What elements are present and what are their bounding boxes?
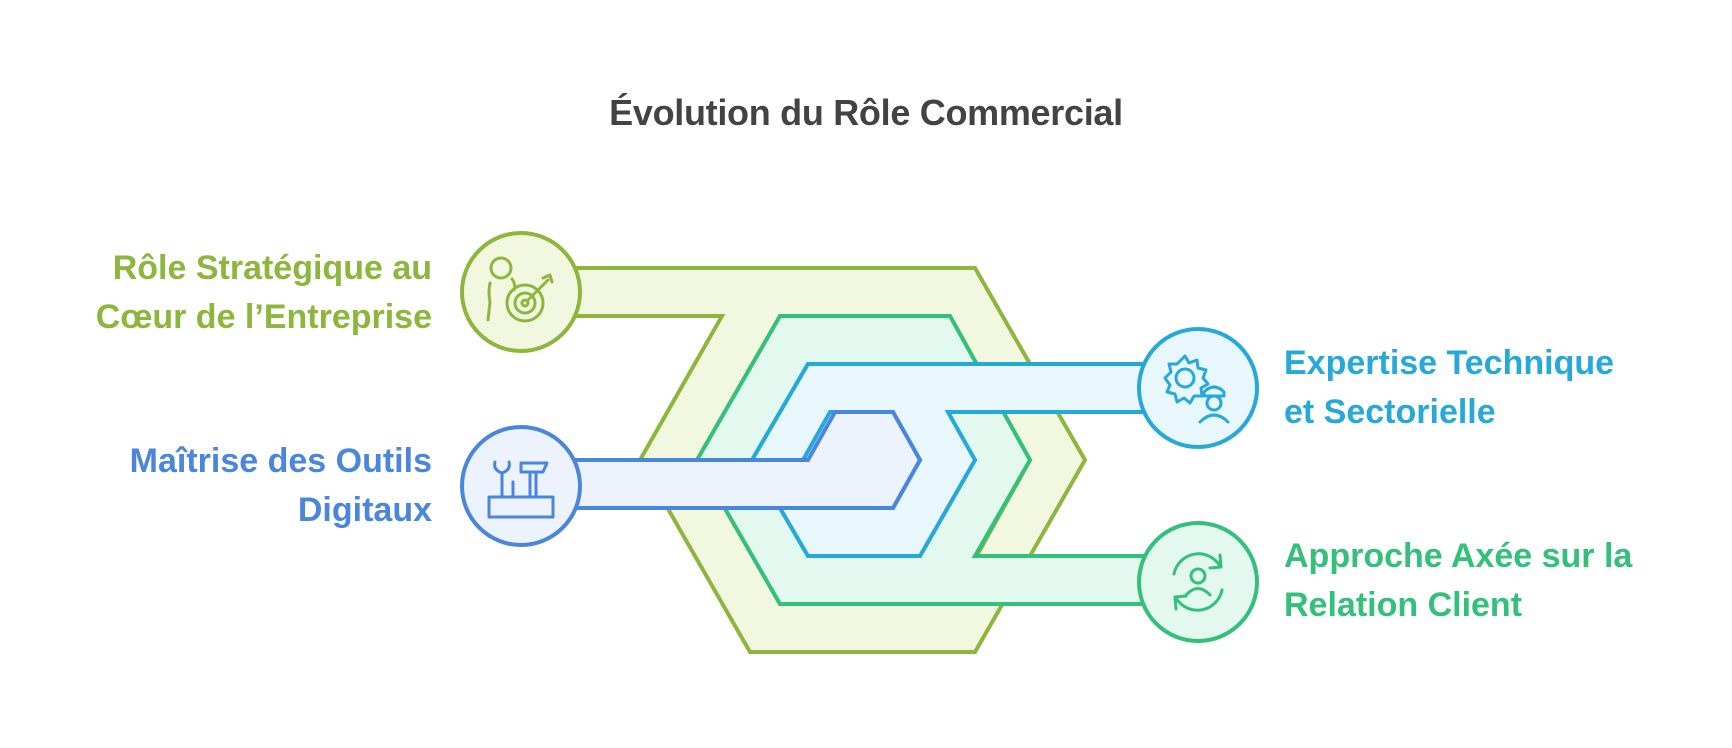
label-digital-line1: Maîtrise des Outils: [129, 442, 432, 480]
label-expertise: Expertise Technique et Sectorielle: [1284, 339, 1614, 437]
label-expertise-line1: Expertise Technique: [1284, 344, 1615, 382]
gear-worker-icon: [1163, 354, 1230, 424]
label-strategic: Rôle Stratégique au Cœur de l’Entreprise: [96, 244, 432, 342]
label-strategic-line2: Cœur de l’Entreprise: [95, 298, 432, 336]
diagram-title: Évolution du Rôle Commercial: [609, 92, 1123, 133]
refresh-user-icon: [1172, 552, 1224, 612]
label-relation: Approche Axée sur la Relation Client: [1284, 532, 1632, 630]
circle-digital: [460, 425, 582, 547]
label-relation-line1: Approche Axée sur la: [1284, 537, 1633, 575]
label-digital: Maîtrise des Outils Digitaux: [130, 437, 432, 535]
circle-expertise: [1137, 327, 1259, 449]
band-digital: [573, 410, 923, 510]
label-digital-line2: Digitaux: [297, 491, 432, 529]
label-strategic-line1: Rôle Stratégique au: [112, 249, 432, 287]
circle-strategic: [460, 231, 582, 353]
toolbox-icon: [487, 460, 555, 519]
label-relation-line2: Relation Client: [1284, 586, 1523, 624]
user-target-icon: [486, 256, 554, 323]
label-expertise-line2: et Sectorielle: [1284, 393, 1496, 431]
